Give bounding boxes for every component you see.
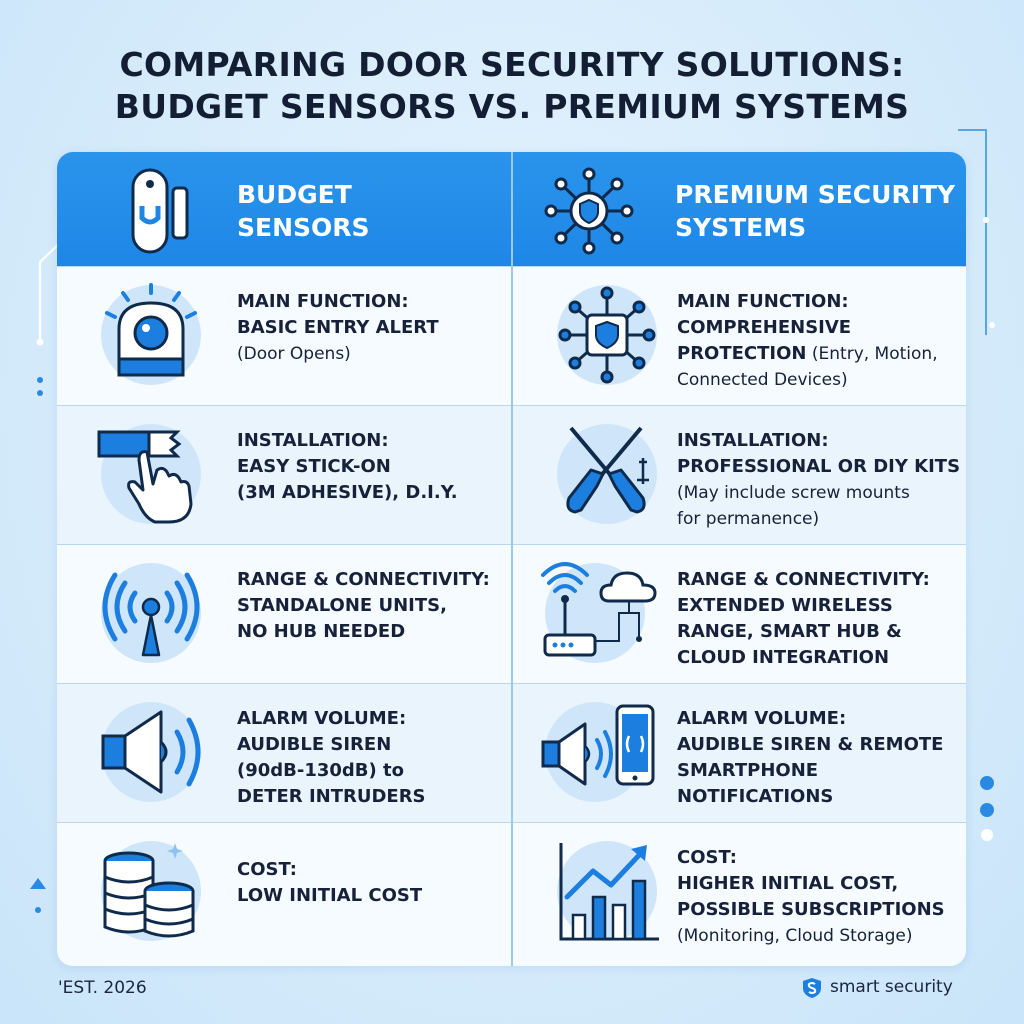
column-divider (511, 152, 513, 966)
row-value: LOW INITIAL COST (237, 885, 423, 906)
screwdriver-tools-icon (551, 418, 663, 530)
speaker-siren-icon (95, 696, 207, 808)
premium-cell: MAIN FUNCTION: COMPREHENSIVE PROTECTION … (513, 267, 966, 405)
dots-decoration-right (980, 776, 994, 841)
row-note-inline: (Entry, Motion, (806, 344, 938, 364)
premium-cell: ALARM VOLUME: AUDIBLE SIREN & REMOTE SMA… (513, 684, 966, 822)
row-label: MAIN FUNCTION: (237, 291, 409, 312)
row-value: NOTIFICATIONS (677, 786, 834, 807)
budget-installation-text: INSTALLATION: EASY STICK-ON (3M ADHESIVE… (237, 428, 507, 506)
row-label: COST: (237, 859, 297, 880)
row-value: EASY STICK-ON (237, 456, 391, 477)
row-value: AUDIBLE SIREN & REMOTE (677, 734, 944, 755)
premium-cell: COST: HIGHER INITIAL COST, POSSIBLE SUBS… (513, 823, 966, 961)
budget-cell: COST: LOW INITIAL COST (57, 823, 511, 961)
budget-alarm-text: ALARM VOLUME: AUDIBLE SIREN (90dB-130dB)… (237, 706, 507, 810)
row-label: ALARM VOLUME: (237, 708, 407, 729)
rising-chart-icon (551, 835, 663, 947)
coin-stacks-icon (95, 835, 207, 947)
row-mixed-line: PROTECTION (Entry, Motion, (677, 341, 962, 367)
budget-title-line-1: BUDGET (237, 180, 352, 209)
budget-main-function-text: MAIN FUNCTION: BASIC ENTRY ALERT (Door O… (237, 289, 507, 367)
door-sensor-icon (131, 168, 189, 254)
speaker-smartphone-icon (539, 696, 663, 808)
router-cloud-icon (539, 557, 663, 669)
premium-title-line-1: PREMIUM SECURITY (675, 180, 956, 209)
row-value-bold: PROTECTION (677, 343, 807, 364)
row-value: HIGHER INITIAL COST, (677, 873, 899, 894)
comparison-table: BUDGET SENSORS PREMIUM SECURITY SYSTEMS (57, 152, 966, 966)
row-value: DETER INTRUDERS (237, 786, 426, 807)
budget-cell: INSTALLATION: EASY STICK-ON (3M ADHESIVE… (57, 406, 511, 544)
wireless-antenna-icon (95, 557, 207, 669)
row-value: SMARTPHONE (677, 760, 819, 781)
budget-cell: RANGE & CONNECTIVITY: STANDALONE UNITS, … (57, 545, 511, 683)
premium-cell: RANGE & CONNECTIVITY: EXTENDED WIRELESS … (513, 545, 966, 683)
row-note: (Door Opens) (237, 344, 351, 364)
premium-column-title: PREMIUM SECURITY SYSTEMS (675, 178, 955, 244)
row-value: (90dB-130dB) to (237, 760, 404, 781)
premium-title-line-2: SYSTEMS (675, 213, 807, 242)
page-title: COMPARING DOOR SECURITY SOLUTIONS: BUDGE… (0, 44, 1024, 128)
brand-name: smart security (830, 977, 953, 997)
triangle-decoration-left (30, 878, 46, 913)
row-value: COMPREHENSIVE (677, 317, 852, 338)
row-label: ALARM VOLUME: (677, 708, 847, 729)
circuit-decoration-right-top (958, 129, 995, 335)
budget-cost-text: COST: LOW INITIAL COST (237, 857, 507, 909)
page-title-line-2: BUDGET SENSORS VS. PREMIUM SYSTEMS (114, 87, 910, 126)
network-shield-icon (544, 167, 634, 255)
row-value: POSSIBLE SUBSCRIPTIONS (677, 899, 945, 920)
budget-cell: MAIN FUNCTION: BASIC ENTRY ALERT (Door O… (57, 267, 511, 405)
row-label: INSTALLATION: (677, 430, 829, 451)
premium-alarm-text: ALARM VOLUME: AUDIBLE SIREN & REMOTE SMA… (677, 706, 962, 810)
premium-installation-text: INSTALLATION: PROFESSIONAL OR DIY KITS (… (677, 428, 962, 532)
stick-on-hand-icon (95, 418, 207, 530)
row-value: STANDALONE UNITS, (237, 595, 447, 616)
row-label: INSTALLATION: (237, 430, 389, 451)
row-note: (May include screw mounts (677, 483, 910, 503)
budget-range-text: RANGE & CONNECTIVITY: STANDALONE UNITS, … (237, 567, 517, 645)
budget-column-title: BUDGET SENSORS (237, 178, 370, 244)
row-value: PROFESSIONAL OR DIY KITS (677, 456, 961, 477)
premium-cell: INSTALLATION: PROFESSIONAL OR DIY KITS (… (513, 406, 966, 544)
row-label: RANGE & CONNECTIVITY: (677, 569, 930, 590)
row-label: MAIN FUNCTION: (677, 291, 849, 312)
alarm-sensor-icon (95, 279, 207, 391)
row-value: AUDIBLE SIREN (237, 734, 392, 755)
row-value: EXTENDED WIRELESS (677, 595, 893, 616)
row-note: (Monitoring, Cloud Storage) (677, 926, 913, 946)
established-label: 'EST. 2026 (58, 978, 147, 998)
row-label: RANGE & CONNECTIVITY: (237, 569, 490, 590)
row-note: for permanence) (677, 509, 820, 529)
row-value: NO HUB NEEDED (237, 621, 406, 642)
row-value: BASIC ENTRY ALERT (237, 317, 439, 338)
page-title-line-1: COMPARING DOOR SECURITY SOLUTIONS: (119, 45, 905, 84)
budget-cell: ALARM VOLUME: AUDIBLE SIREN (90dB-130dB)… (57, 684, 511, 822)
row-label: COST: (677, 847, 737, 868)
premium-main-function-text: MAIN FUNCTION: COMPREHENSIVE PROTECTION … (677, 289, 962, 393)
premium-range-text: RANGE & CONNECTIVITY: EXTENDED WIRELESS … (677, 567, 962, 671)
budget-title-line-2: SENSORS (237, 213, 370, 242)
row-value: CLOUD INTEGRATION (677, 647, 890, 668)
row-note: Connected Devices) (677, 370, 848, 390)
network-shield-icon (551, 279, 663, 391)
shield-s-icon (803, 978, 821, 998)
row-value: RANGE, SMART HUB & (677, 621, 902, 642)
row-value: (3M ADHESIVE), D.I.Y. (237, 482, 458, 503)
premium-cost-text: COST: HIGHER INITIAL COST, POSSIBLE SUBS… (677, 845, 962, 949)
